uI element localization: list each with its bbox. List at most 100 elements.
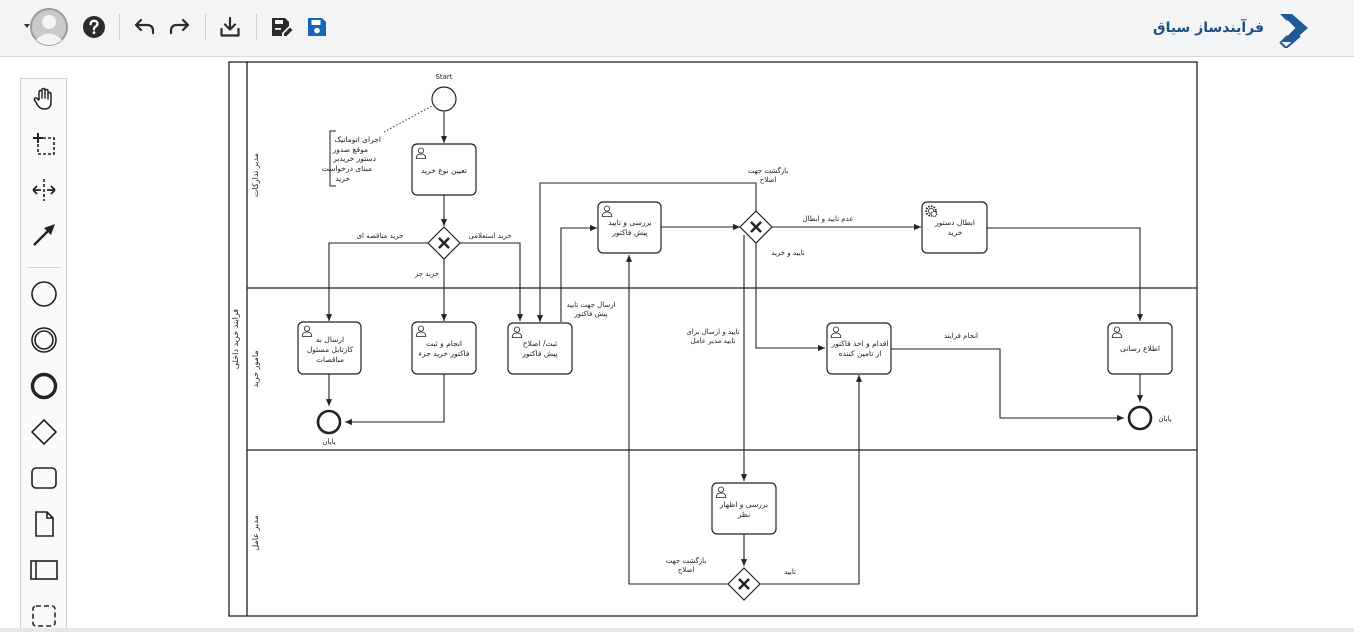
sayagh-logo-icon [1279,14,1308,48]
user-avatar-icon [24,8,68,46]
intermediate-event-icon [31,327,57,353]
flow[interactable] [760,375,863,585]
pool-tool[interactable] [25,552,63,588]
flow-label: خرید استعلامی [468,232,511,240]
space-tool[interactable] [25,172,63,208]
task-notify[interactable]: اطلاع رسانی [1107,322,1173,375]
task-label: اطلاع رسانی [1120,344,1160,353]
flow[interactable] [345,374,445,426]
lasso-tool[interactable] [25,126,63,162]
lane-label: مامور خرید [251,350,260,387]
account-menu-button[interactable] [22,8,70,46]
connect-tool[interactable] [25,217,63,253]
annotation-line: موقع صدور [332,145,368,154]
group-tool[interactable] [25,598,63,634]
task-label: ثبت/ اصلاح [523,339,557,348]
flow[interactable] [625,255,728,585]
task-label: خرید [948,228,963,237]
hand-tool[interactable] [25,81,63,117]
undo-icon [134,18,155,35]
flow-label: پیش فاکتور [573,310,607,318]
task-label: ارسال به [316,335,344,344]
group-icon [32,605,56,627]
toolbar-divider [256,14,257,40]
task-label: بررسی و تایید [608,218,651,227]
start-label: Start [435,73,452,81]
task-send-to-tender[interactable]: ارسال به کارتابل مسئول مناقصات [297,321,362,375]
palette-divider [27,267,61,268]
flow-label: خرید جز [414,270,439,278]
task-label: ابطال دستور [934,218,975,227]
hand-tool-icon [33,87,52,110]
data-object-tool[interactable] [25,506,63,542]
task-label: از تامین کننده [839,349,882,358]
end-event-icon [30,372,58,400]
flow-label: بازگشت جهت [666,556,707,565]
flow[interactable] [560,224,597,322]
annotation-line: دستور خریدبر [332,154,376,163]
task-cancel-order[interactable]: ابطال دستور خرید [921,201,988,254]
start-event-icon [31,281,57,307]
gateway-review-decision[interactable] [739,210,773,244]
gateway-tool[interactable] [25,414,63,450]
flow-label: ارسال جهت تایید [566,301,615,309]
tool-palette [20,78,67,632]
start-event[interactable]: Start [431,73,457,112]
redo-icon [169,18,190,35]
flow-label: تایید و ارسال برای [686,328,740,336]
flow-label: بازگشت جهت [748,166,789,175]
flow[interactable] [325,242,428,321]
undo-button[interactable] [127,10,161,44]
task-ceo-review[interactable]: بررسی و اظهار نظر [711,482,777,535]
task-partial-purchase[interactable]: انجام و ثبت فاکتور خرید جزء [411,321,477,375]
task-label: بررسی و اظهار [719,500,768,509]
gateway-ceo-decision[interactable] [727,567,761,601]
task-tool[interactable] [25,460,63,496]
toolbar-divider [119,14,120,40]
intermediate-event-tool[interactable] [25,322,63,358]
flow-label: تایید و خرید [771,249,805,257]
task-determine-purchase-type[interactable]: تعیین نوع خرید [411,143,477,196]
flow[interactable] [987,227,1144,321]
task-label: تعیین نوع خرید [421,166,467,175]
redo-button[interactable] [163,10,197,44]
task-fix-proforma[interactable]: ثبت/ اصلاح پیش فاکتور [507,322,573,375]
gateway-icon [30,418,58,446]
task-label: مناقصات [316,355,344,364]
toolbar: فرآیندساز سیاق [0,0,1354,57]
flow-label: اصلاح [760,176,777,184]
gateway-purchase-type[interactable] [427,226,461,260]
flow[interactable] [460,242,524,321]
annotation-line: اجرای اتوماتیک [334,135,381,144]
end-event-tool[interactable] [25,368,63,404]
end-event-left[interactable]: پایان [316,409,342,446]
end-event-right[interactable]: پایان [1127,405,1172,431]
task-label: انجام و ثبت [426,339,462,348]
floppy-disk-icon [308,18,326,36]
gear-icon [925,205,938,218]
save-button[interactable] [300,10,334,44]
download-icon [220,16,240,37]
flow[interactable] [755,243,825,352]
lasso-tool-icon [33,133,55,155]
space-tool-icon [32,179,56,201]
start-event-tool[interactable] [25,276,63,312]
flow[interactable] [536,182,757,322]
flow-label: تایید مدیر عامل [691,337,736,345]
brand: فرآیندساز سیاق [1153,6,1314,50]
data-object-icon [35,511,54,537]
help-button[interactable] [77,10,111,44]
task-icon [31,467,57,489]
download-button[interactable] [213,10,247,44]
lane-label: مدیر عامل [251,515,260,550]
save-as-button[interactable] [264,10,298,44]
toolbar-divider [205,14,206,40]
save-edit-icon [272,18,293,36]
flow[interactable] [891,348,1124,422]
lane-label: مدیر تدارکات [251,153,260,197]
task-obtain-invoice[interactable]: اقدام و اخذ فاکتور از تامین کننده [826,322,892,375]
text-annotation[interactable]: اجرای اتوماتیک موقع صدور دستور خریدبر مب… [322,105,433,187]
task-label: پیش فاکتور [611,228,648,237]
task-review-proforma[interactable]: بررسی و تایید پیش فاکتور [597,201,662,254]
